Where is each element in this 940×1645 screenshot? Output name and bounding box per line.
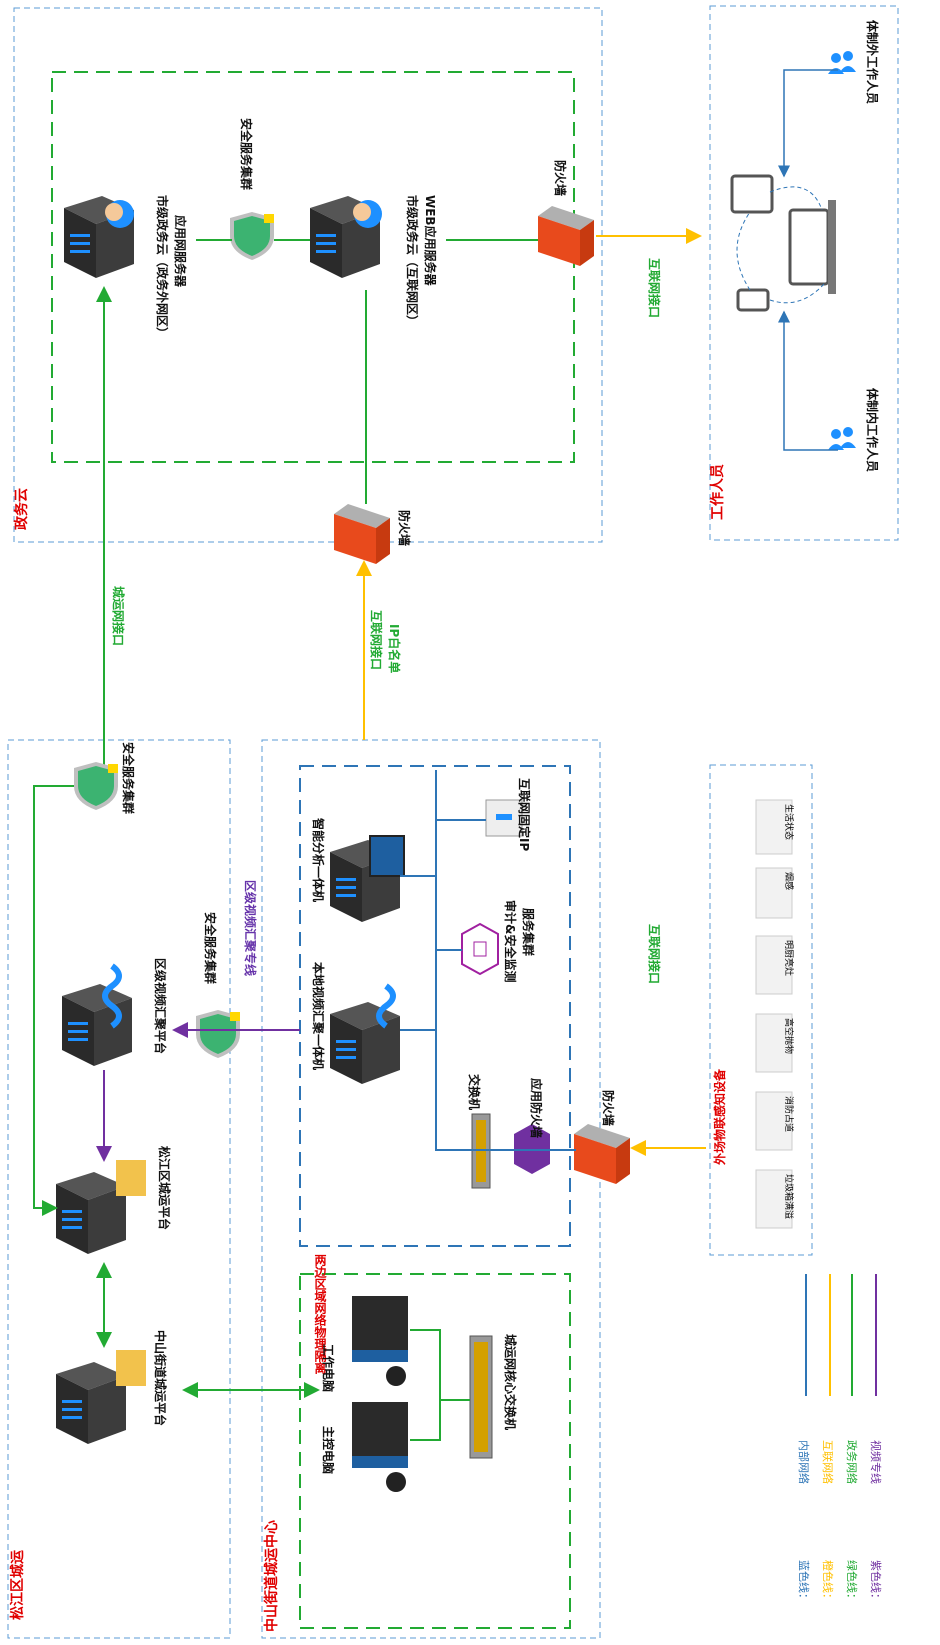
gov-security-cluster [230, 212, 274, 260]
chengyun-network-zone [299, 1273, 571, 1629]
zs-main-pc-label: 主控电脑 [321, 1426, 336, 1474]
zone-songjiang-label: 松江区城运 [9, 1550, 26, 1620]
worker-external-label: 体制外工作人员 [865, 20, 880, 104]
zone-iot-label: 外场物联感知设备 [712, 1068, 727, 1165]
device-living-label: 生活状态 [783, 804, 795, 840]
zs-core-switch [469, 1335, 493, 1459]
device-garbage-label: 垃圾箱满溢 [783, 1174, 795, 1219]
gov-internet-port-label: 互联网接口 [647, 258, 662, 318]
gov-firewall-outer-label: 防火墙 [397, 510, 412, 546]
legend: 蓝色线： 内部网络 橙色线： 互联网络 绿色线： 政务网络 紫色线： 视频专线 [797, 1274, 883, 1604]
laptop-icon [788, 200, 836, 294]
sj-security-cluster-top-label: 安全服务集群 [121, 742, 136, 814]
zs-isolation-label: 两边区域网络物理隔离 [313, 1254, 327, 1375]
zs-router [485, 799, 523, 837]
zs-main-pc [352, 1402, 408, 1492]
sj-security-cluster-mid-label: 安全服务集群 [203, 912, 218, 984]
gov-app-server-sublabel: 应用网服务器 [173, 215, 188, 288]
sj-district-platform [56, 1160, 146, 1254]
legend-video-key: 紫色线： [869, 1560, 883, 1604]
songjiang-zone [7, 739, 231, 1639]
zone-workers-label: 工作人员 [709, 464, 726, 520]
device-fire-lane-label: 消防占道 [783, 1096, 795, 1132]
zs-work-pc [352, 1296, 408, 1386]
link-internet-port-label: 互联网接口 [369, 610, 384, 670]
legend-video-value: 视频专线 [869, 1440, 883, 1484]
zs-local-video-label: 本地视频汇聚一体机 [311, 962, 326, 1070]
zs-firewall [574, 1124, 630, 1184]
zs-app-firewall-label: 应用防火墙 [529, 1078, 544, 1138]
worker-internal-icon [828, 427, 856, 450]
zs-firewall-label: 防火墙 [601, 1090, 616, 1126]
tablet-icon [730, 174, 774, 214]
gov-web-server [310, 196, 382, 278]
sj-security-cluster-mid [196, 1010, 240, 1058]
workers-zone [709, 5, 899, 541]
gov-security-cluster-label: 安全服务集群 [239, 118, 254, 190]
link-district-video-line-label: 区级视频汇聚专线 [243, 880, 258, 976]
zs-switch-label: 交换机 [467, 1074, 482, 1110]
zs-core-switch-label: 城运网核心交换机 [503, 1334, 518, 1430]
legend-internal-value: 内部网络 [797, 1440, 811, 1484]
sj-video-platform [62, 963, 132, 1066]
zs-internet-ip-label: 互联网固定IP [517, 778, 532, 851]
gov-app-server [64, 196, 134, 278]
gov-cloud-zone [13, 7, 603, 543]
device-smoke-label: 烟感 [783, 872, 795, 890]
device-kitchen-label: 明厨亮灶 [783, 940, 795, 976]
device-list: 垃圾箱满溢 消防占道 高空抛物 明厨亮灶 烟感 生活状态 [755, 799, 795, 1229]
legend-gov-value: 政务网络 [845, 1440, 859, 1484]
iot-devices-zone [709, 764, 813, 1256]
zs-audit-icon [461, 922, 499, 976]
sj-street-platform [56, 1350, 146, 1444]
zone-gov-cloud-label: 政务云 [13, 488, 30, 530]
gov-app-server-label: 市级政务云（政务外网区） [155, 195, 170, 339]
zs-smart-analysis-label: 智能分析一体机 [311, 817, 326, 902]
device-throwing-label: 高空抛物 [783, 1018, 795, 1054]
zs-audit-label: 审计&安全监测 [503, 900, 518, 982]
legend-internet-key: 橙色线： [821, 1560, 835, 1604]
sj-video-platform-label: 区级视频汇聚平台 [153, 958, 168, 1054]
zs-smart-analysis [330, 835, 405, 922]
legend-internal-key: 蓝色线： [797, 1560, 811, 1604]
gov-firewall-inner [538, 206, 594, 266]
gov-firewall-inner-label: 防火墙 [553, 160, 568, 196]
zhongshan-zone [261, 739, 601, 1639]
gov-cloud-inner-zone [51, 71, 575, 463]
sj-street-platform-label: 中山街道城运平台 [153, 1330, 168, 1426]
zs-work-pc-label: 工作电脑 [321, 1344, 336, 1392]
legend-internet-value: 互联网络 [821, 1440, 835, 1484]
gov-firewall-outer [334, 504, 390, 564]
gov-web-server-sublabel: WEB应用服务器 [423, 195, 438, 287]
phone-icon [736, 288, 770, 312]
internal-network-zone [299, 765, 571, 1247]
zs-audit-sublabel: 服务集群 [521, 908, 536, 956]
zs-internet-port-label: 互联网接口 [647, 924, 662, 984]
link-ip-whitelist-label: IP白名单 [387, 624, 402, 673]
gov-web-server-label: 市级政务云（互联网区） [405, 195, 420, 327]
sj-security-cluster-top [74, 762, 118, 810]
zone-zhongshan-label: 中山街道城运中心 [263, 1520, 280, 1632]
zs-local-video [330, 983, 400, 1084]
sj-district-platform-label: 松江区城运平台 [157, 1146, 172, 1230]
link-chengyun-port-label: 城运网接口 [111, 586, 126, 646]
worker-internal-label: 体制内工作人员 [865, 388, 880, 472]
legend-gov-key: 绿色线： [845, 1560, 859, 1604]
